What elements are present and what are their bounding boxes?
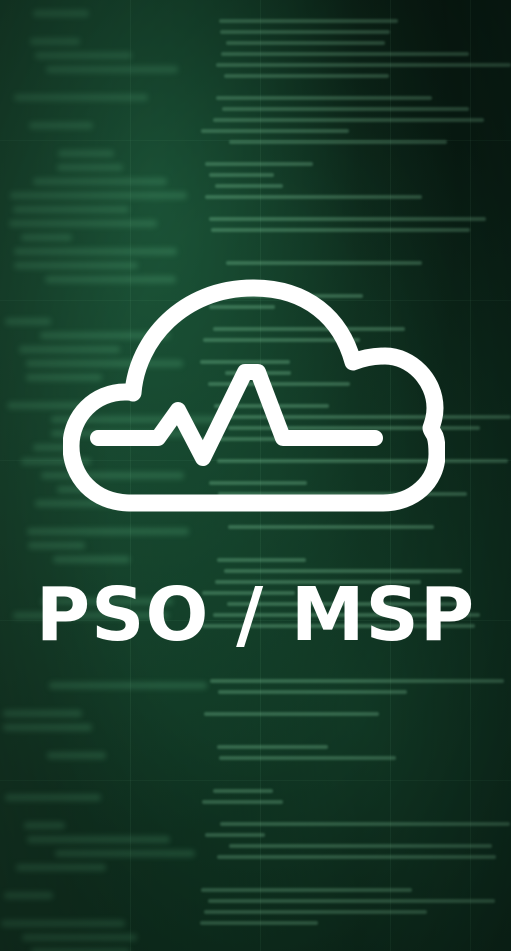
cloud-outline [63, 279, 445, 512]
pulse-line [90, 364, 383, 466]
cloud-pulse-icon [63, 279, 445, 512]
page-title: PSO / MSP [35, 572, 476, 658]
